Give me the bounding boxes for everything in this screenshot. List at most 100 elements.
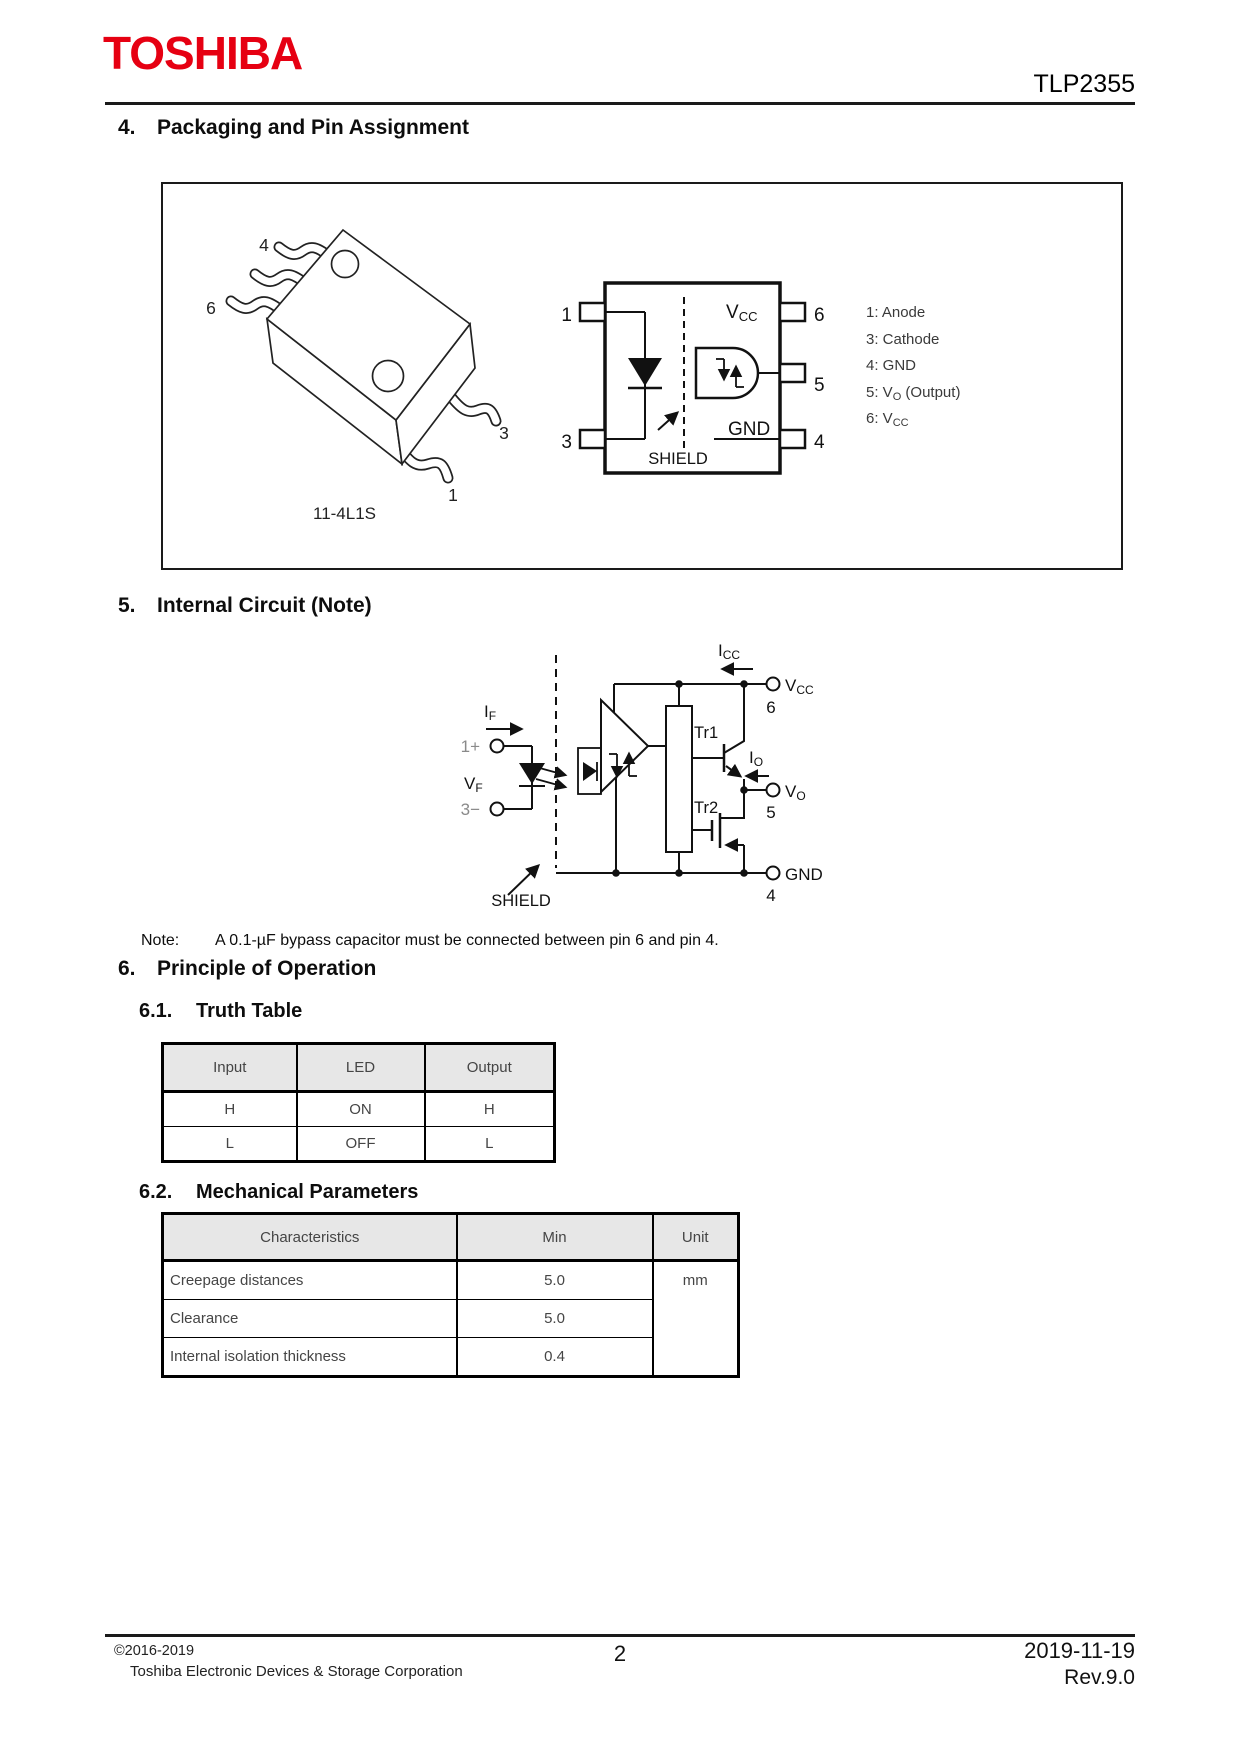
legend-line: 4: GND [866, 357, 917, 374]
cell: L [161, 1126, 298, 1162]
shield-label: SHIELD [491, 892, 551, 910]
toshiba-logo: TOSHIBA [103, 27, 303, 79]
svg-text:5: 5 [814, 375, 825, 396]
tr1-transistor-icon [692, 684, 745, 790]
io-label: IO [749, 748, 763, 769]
shield-label: SHIELD [648, 450, 708, 468]
cell: 5.0 [455, 1299, 654, 1338]
body-hole [371, 359, 405, 393]
tr2-label: Tr2 [694, 799, 718, 817]
vf-label: VF [464, 774, 483, 795]
gnd-label: GND [728, 419, 770, 440]
cell: H [423, 1091, 556, 1127]
cell: H [161, 1091, 298, 1127]
pin3-label: 3− [461, 800, 480, 819]
section-title: Truth Table [196, 1000, 303, 1022]
revision-number: Rev.9.0 [1064, 1666, 1135, 1689]
header-rule [105, 102, 1135, 105]
pin4-number: 4 [766, 886, 775, 905]
pin-numbers: 1 3 6 5 4 [561, 305, 825, 453]
table-row: Creepage distances 5.0 mm [161, 1260, 740, 1377]
cell: Internal isolation thickness [161, 1337, 458, 1377]
package-name: 11-4L1S [313, 504, 377, 523]
svg-text:1: 1 [561, 305, 572, 326]
section-6-1-heading: 6.1. Truth Table [139, 1000, 302, 1023]
mechanical-parameters-table: Characteristics Min Unit Creepage distan… [161, 1212, 740, 1378]
company-name: Toshiba Electronic Devices & Storage Cor… [130, 1663, 463, 1680]
unit-cell: mm [651, 1260, 740, 1377]
amplifier-icon [600, 697, 650, 795]
schmitt-gate-icon [694, 346, 760, 400]
note-text: A 0.1-µF bypass capacitor must be connec… [215, 932, 719, 949]
svg-text:4: 4 [259, 235, 269, 255]
section-6-2-heading: 6.2. Mechanical Parameters [139, 1181, 418, 1204]
terminal-circles [489, 676, 781, 881]
col-header: Input [161, 1042, 298, 1093]
circuit-wires [504, 683, 766, 874]
svg-text:3: 3 [499, 423, 509, 443]
light-emission-arrows [535, 766, 568, 791]
package-isometric-drawing: 4 6 3 1 [206, 228, 509, 505]
vcc-label: VCC [785, 676, 814, 697]
svg-text:1: 1 [448, 485, 458, 505]
internal-circuit-diagram: IF VF 1+ 3− ICC IO VCC VO GND Tr1 Tr2 6 … [461, 641, 823, 910]
part-number: TLP2355 [1033, 70, 1135, 98]
cell: ON [295, 1091, 426, 1127]
section-number: 6.2. [139, 1181, 173, 1203]
pin-diagram: 1 3 6 5 4 VCC GND SHIELD [561, 281, 825, 475]
section-number: 4. [118, 116, 136, 139]
shield-pointer-arrow [507, 864, 541, 896]
hysteresis-icon [609, 751, 637, 779]
led-diode-icon [628, 358, 662, 390]
col-header: Min [455, 1212, 654, 1262]
note-label: Note: [141, 932, 180, 949]
shield-pointer-arrow [657, 411, 680, 431]
svg-text:3: 3 [561, 432, 572, 453]
cell: Creepage distances [161, 1260, 458, 1300]
table-header-row: Input LED Output [161, 1042, 556, 1093]
page-number: 2 [613, 1641, 627, 1666]
tr2-mosfet-icon [692, 790, 745, 873]
col-header: LED [295, 1042, 426, 1093]
tr1-label: Tr1 [694, 724, 718, 742]
copyright: ©2016-2019 [114, 1643, 195, 1659]
driver-block [665, 705, 693, 853]
truth-table: Input LED Output H ON H L OFF L [161, 1042, 556, 1163]
col-header: Output [423, 1042, 556, 1093]
vo-label: VO [785, 782, 806, 803]
current-arrows [486, 662, 769, 783]
section-number: 6.1. [139, 1000, 173, 1022]
section-title: Principle of Operation [157, 957, 377, 980]
iso-pin-labels: 4 6 3 1 [206, 235, 509, 505]
bypass-capacitor-note: Note: A 0.1-µF bypass capacitor must be … [141, 932, 719, 950]
gnd-label: GND [785, 865, 823, 884]
package-body [265, 228, 476, 467]
pin-stubs [578, 301, 807, 450]
table-header-row: Characteristics Min Unit [161, 1212, 740, 1262]
input-led-icon [519, 763, 545, 787]
revision-date: 2019-11-19 [1024, 1638, 1135, 1663]
packaging-figure-box: 4 6 3 1 11-4L1S [161, 182, 1123, 570]
pin5-number: 5 [766, 803, 775, 822]
footer-rule [105, 1634, 1135, 1637]
section-5-heading: 5. Internal Circuit (Note) [118, 594, 372, 618]
section-title: Mechanical Parameters [196, 1181, 419, 1203]
if-label: IF [484, 702, 496, 723]
cell: 0.4 [455, 1337, 654, 1377]
section-number: 6. [118, 957, 136, 980]
section-title: Internal Circuit (Note) [157, 594, 372, 617]
table-row: L OFF L [161, 1126, 556, 1162]
pin1-label: 1+ [461, 737, 480, 756]
cell: Clearance [161, 1299, 458, 1338]
photodiode-icon [577, 747, 602, 795]
svg-text:4: 4 [814, 432, 825, 453]
legend-line: 5: VO (Output) [866, 383, 961, 403]
cell: 5.0 [455, 1260, 654, 1300]
junction-dots [612, 680, 748, 877]
hysteresis-icon [716, 358, 744, 388]
table-row: H ON H [161, 1091, 556, 1127]
section-number: 5. [118, 594, 136, 617]
icc-label: ICC [718, 641, 740, 662]
col-header: Unit [651, 1212, 740, 1262]
cell: L [423, 1126, 556, 1162]
